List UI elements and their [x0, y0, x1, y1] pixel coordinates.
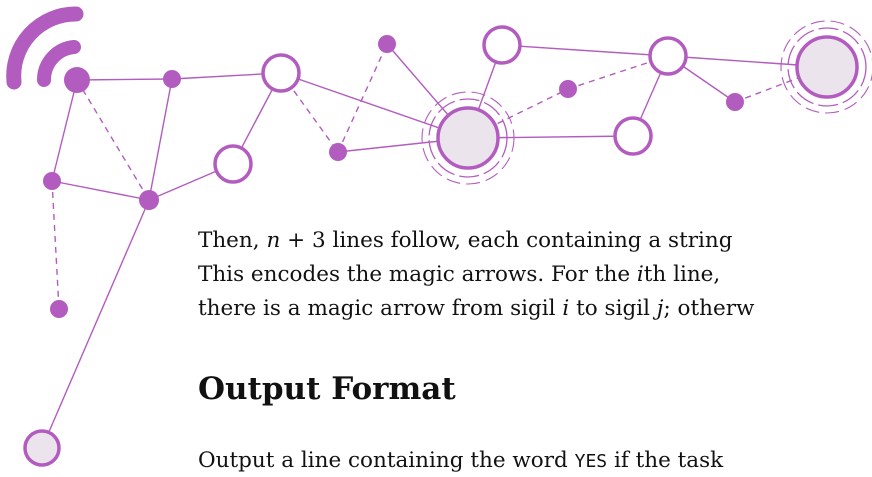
output-format-text: Output a line containing the word YES if… [198, 448, 724, 473]
graph-edge [51, 79, 78, 182]
graph-node [726, 93, 744, 111]
section-heading-output-format: Output Format [198, 371, 456, 407]
graph-edge [280, 72, 469, 139]
graph-node [64, 67, 90, 93]
graph-node [795, 35, 859, 99]
graph-edge [41, 199, 150, 449]
graph-edge [148, 78, 173, 201]
graph-node [648, 36, 688, 76]
paragraph-line-3: there is a magic arrow from sigil i to s… [198, 296, 755, 321]
paragraph-line-1: Then, n + 3 lines follow, each containin… [198, 228, 733, 253]
paragraph-line-2: This encodes the magic arrows. For the i… [198, 262, 721, 287]
graph-node [559, 80, 577, 98]
graph-edge [51, 180, 150, 201]
graph-node [428, 98, 508, 178]
graph-node [787, 27, 867, 107]
graph-node [261, 53, 301, 93]
graph-node [378, 35, 396, 53]
graph-node [23, 429, 61, 467]
signal-waves-icon [6, 6, 84, 90]
graph-node [213, 144, 253, 184]
graph-edge [51, 180, 60, 310]
graph-edge [76, 79, 150, 201]
graph-edge [76, 78, 173, 81]
graph-node [50, 300, 68, 318]
graph-edge [501, 44, 669, 57]
graph-node [139, 190, 159, 210]
graph-node [482, 25, 522, 65]
graph-edge [337, 43, 388, 153]
paragraph-arrows: Then, n + 3 lines follow, each containin… [198, 224, 872, 326]
graph-node [436, 106, 500, 170]
graph-node [421, 91, 515, 185]
graph-node [43, 172, 61, 190]
graph-node [329, 143, 347, 161]
yes-code: YES [574, 451, 608, 472]
graph-node [780, 20, 872, 114]
graph-edge [467, 88, 569, 139]
graph-node [163, 70, 181, 88]
graph-node [613, 116, 653, 156]
